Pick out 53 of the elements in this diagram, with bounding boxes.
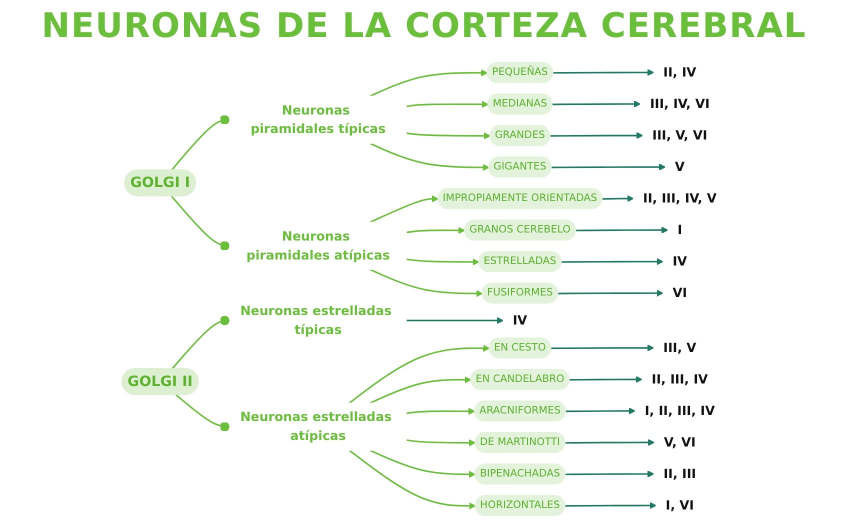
node-text: VI: [672, 285, 688, 300]
node-text: II, III, IV, V: [643, 190, 717, 206]
arrow: [348, 450, 476, 510]
arrow: [576, 226, 668, 234]
arrow: [552, 164, 666, 171]
arrow: [553, 69, 654, 76]
arrow: [406, 439, 476, 446]
node-text: IV: [672, 254, 688, 269]
node-text: IV: [512, 312, 528, 328]
arrow: [558, 290, 664, 297]
arrow: [550, 132, 644, 139]
node-text: Neuronas estrelladas típicas: [240, 303, 392, 338]
arrow: [370, 142, 490, 171]
arrow: [566, 407, 636, 414]
arrow: [552, 100, 641, 108]
node-text: V, VI: [664, 434, 696, 450]
node-text: II, III: [663, 466, 696, 482]
arrow: [406, 258, 480, 266]
node-text: III, IV, VI: [650, 96, 710, 112]
arrow: [565, 502, 656, 509]
arrow: [406, 408, 476, 415]
connector: [171, 115, 230, 171]
arrow: [370, 376, 472, 404]
node-text: III, V: [663, 340, 696, 355]
node-text: I, VI: [666, 498, 694, 513]
node-text: I: [677, 222, 682, 238]
arrow: [565, 470, 654, 478]
title: NEURONAS DE LA CORTEZA CEREBRAL: [40, 6, 808, 46]
node-text: II, III, IV: [652, 372, 708, 387]
arrow: [406, 226, 466, 234]
arrow: [348, 344, 490, 404]
arrow: [370, 195, 439, 223]
arrow: [551, 344, 654, 352]
arrow: [570, 376, 643, 383]
node-text: I, II, III, IV: [644, 403, 715, 418]
node-text: Neuronas estrelladas atípicas: [240, 409, 392, 444]
arrow: [565, 439, 655, 446]
connector: [171, 196, 230, 251]
arrow: [370, 268, 483, 297]
node-text: Neuronas piramidales atípicas: [246, 228, 390, 262]
arrow: [406, 132, 491, 140]
node-text: V: [674, 159, 685, 174]
arrow: [562, 258, 664, 266]
node-text: II, IV: [663, 64, 696, 80]
connector: [176, 394, 230, 432]
arrow: [370, 69, 488, 97]
arrow: [370, 450, 476, 478]
arrow: [602, 195, 634, 202]
arrow: [406, 100, 489, 108]
arrow: [406, 317, 504, 324]
connector: [171, 316, 230, 370]
node-text: Neuronas piramidales típicas: [250, 102, 386, 136]
node-text: III, V, VI: [652, 128, 708, 143]
